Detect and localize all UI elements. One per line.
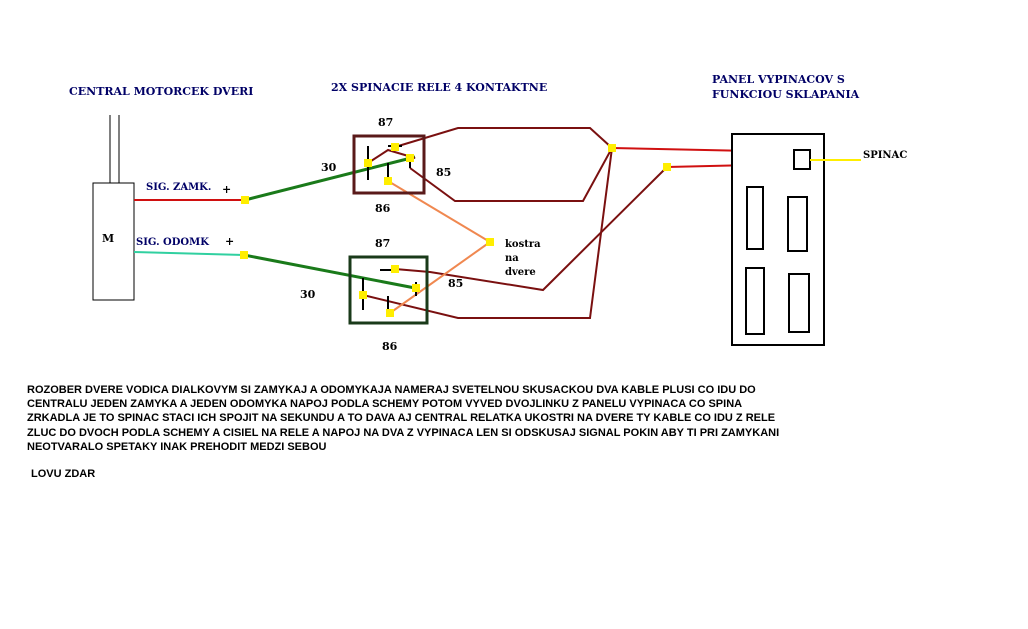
ground-wire-top xyxy=(387,180,491,243)
note-line-5: NEOTVARALO SPETAKY INAK PREHODIT MEDZI S… xyxy=(27,440,327,453)
motor-title: CENTRAL MOTORCEK DVERI xyxy=(69,85,253,98)
node-switch-b xyxy=(663,163,671,171)
note-line-3: ZRKADLA JE TO SPINAC STACI ICH SPOJIT NA… xyxy=(27,412,776,425)
bottom-relay-30-wire xyxy=(362,147,613,319)
signoff: LOVU ZDAR xyxy=(31,468,96,480)
panel-button-4 xyxy=(788,273,810,333)
ground-wire-bottom xyxy=(389,241,491,314)
relay-top-body xyxy=(352,134,426,195)
note-line-4: ZLUC DO DVOCH PODLA SCHEMY A CISIEL NA R… xyxy=(27,426,780,439)
panel-button-1 xyxy=(746,186,764,250)
motor-label: M xyxy=(102,232,114,245)
unlock-plus-sign: + xyxy=(225,235,234,248)
node-bottom-87 xyxy=(391,265,399,273)
ground-label-line3: dvere xyxy=(505,267,536,278)
switch-label: SPINAC xyxy=(863,150,907,161)
panel-button-3 xyxy=(745,267,765,335)
relay-bottom-pin-86: 86 xyxy=(382,340,398,353)
relay-top-pin-87: 87 xyxy=(378,116,393,129)
panel-title-line1: PANEL VYPINACOV S xyxy=(712,73,845,86)
top-relay-loop-wire xyxy=(394,127,614,202)
connection-nodes xyxy=(240,143,671,317)
node-top-87 xyxy=(391,143,399,151)
motor: M xyxy=(92,115,135,301)
lock-signal-label: SIG. ZAMK. xyxy=(146,182,211,193)
unlock-signal-label: SIG. ODOMK xyxy=(136,237,209,248)
green-wire-bottom xyxy=(243,253,416,290)
node-bottom-86 xyxy=(386,309,394,317)
relay-bottom-pin-87: 87 xyxy=(375,237,390,250)
node-switch-a xyxy=(608,144,616,152)
node-top-30 xyxy=(364,159,372,167)
node-lock-signal xyxy=(241,196,249,204)
switch-panel xyxy=(731,133,825,346)
node-bottom-30 xyxy=(359,291,367,299)
unlock-signal-wire xyxy=(133,251,245,256)
motor-body xyxy=(92,182,135,301)
relay-top-pin-86: 86 xyxy=(375,202,391,215)
relay-bottom-body xyxy=(348,255,429,325)
node-top-86 xyxy=(384,177,392,185)
lock-plus-sign: + xyxy=(222,183,231,196)
node-ground xyxy=(486,238,494,246)
relays-title: 2X SPINACIE RELE 4 KONTAKTNE xyxy=(331,81,547,94)
relay-top-pin-85: 85 xyxy=(436,166,451,179)
note-line-2: CENTRALU JEDEN ZAMYKA A JEDEN ODOMYKA NA… xyxy=(27,398,743,411)
node-top-85 xyxy=(406,154,414,162)
instruction-note: ROZOBER DVERE VODICA DIALKOVYM SI ZAMYKA… xyxy=(27,383,1017,454)
mirror-switch xyxy=(793,149,811,170)
node-unlock-signal xyxy=(240,251,248,259)
relay-top-pin-30: 30 xyxy=(321,161,337,174)
relay-bottom: 87 30 85 86 xyxy=(300,237,463,353)
panel-title-line2: FUNKCIOU SKLAPANIA xyxy=(712,88,860,101)
green-wire-top xyxy=(244,155,416,202)
panel-button-2 xyxy=(787,196,808,252)
relay-bottom-pin-30: 30 xyxy=(300,288,316,301)
node-bottom-85 xyxy=(412,284,420,292)
relay-bottom-pin-85: 85 xyxy=(448,277,463,290)
ground-label-line1: kostra xyxy=(505,239,541,250)
bottom-relay-87-wire xyxy=(394,166,668,292)
note-line-1: ROZOBER DVERE VODICA DIALKOVYM SI ZAMYKA… xyxy=(27,384,756,396)
ground-label-line2: na xyxy=(505,253,519,264)
